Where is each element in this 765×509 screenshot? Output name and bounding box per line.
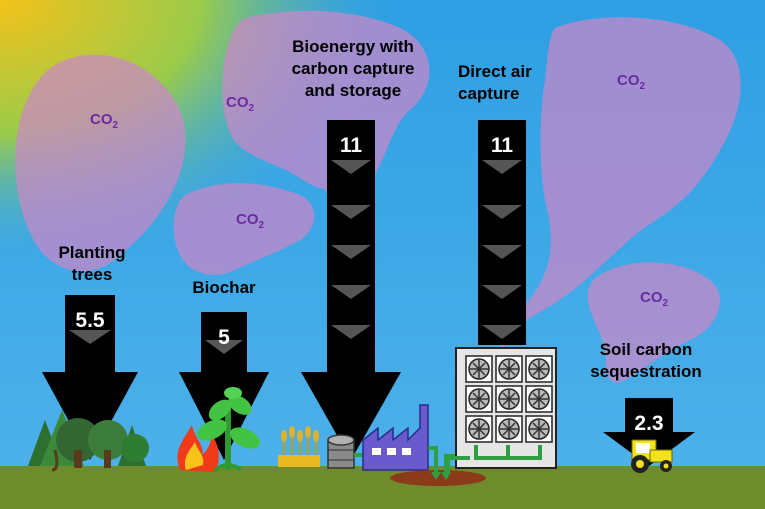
- dac-unit-icon: [446, 347, 557, 472]
- arrow-chevron: [482, 205, 522, 219]
- removal-value: 2.3: [634, 412, 663, 435]
- arrow-chevron: [482, 245, 522, 259]
- tree-cluster-icon: [28, 410, 149, 472]
- arrow-head: [301, 372, 401, 460]
- arrow-chevron: [69, 330, 111, 344]
- arrow-chevron: [331, 325, 371, 339]
- arrow-chevron: [482, 160, 522, 174]
- tractor-icon: [631, 439, 673, 473]
- ground: [0, 466, 765, 509]
- arrow-chevron: [331, 160, 371, 174]
- method-name: Biochar: [192, 278, 256, 297]
- co2-cloud-biochar: [173, 182, 315, 275]
- co2-label: CO2: [236, 211, 265, 231]
- arrow-chevron: [205, 340, 243, 354]
- co2-label: CO2: [90, 111, 119, 131]
- removal-value: 11: [491, 134, 514, 157]
- removal-value: 5.5: [75, 309, 105, 332]
- co2-label: CO2: [640, 289, 669, 309]
- arrow-chevron: [331, 245, 371, 259]
- co2-cloud-trees: [15, 54, 186, 272]
- removal-value: 5: [218, 326, 230, 349]
- arrow-head: [42, 372, 138, 460]
- co2-cloud-bioenergy: [222, 10, 430, 193]
- arrow-chevron: [331, 285, 371, 299]
- arrow-chevron: [482, 325, 522, 339]
- arrow-shaft: [478, 120, 526, 345]
- arrow-shaft: [625, 398, 673, 432]
- arrow-chevron: [331, 205, 371, 219]
- beccs-facility-icon: [278, 404, 486, 486]
- co2-cloud-soil: [587, 262, 720, 383]
- removal-value: 11: [340, 134, 363, 157]
- co2-label: CO2: [617, 72, 646, 92]
- co2-cloud-dac: [500, 17, 741, 351]
- biochar-fire-plant-icon: [177, 387, 260, 472]
- co2-label: CO2: [226, 94, 255, 114]
- arrow-chevron: [482, 285, 522, 299]
